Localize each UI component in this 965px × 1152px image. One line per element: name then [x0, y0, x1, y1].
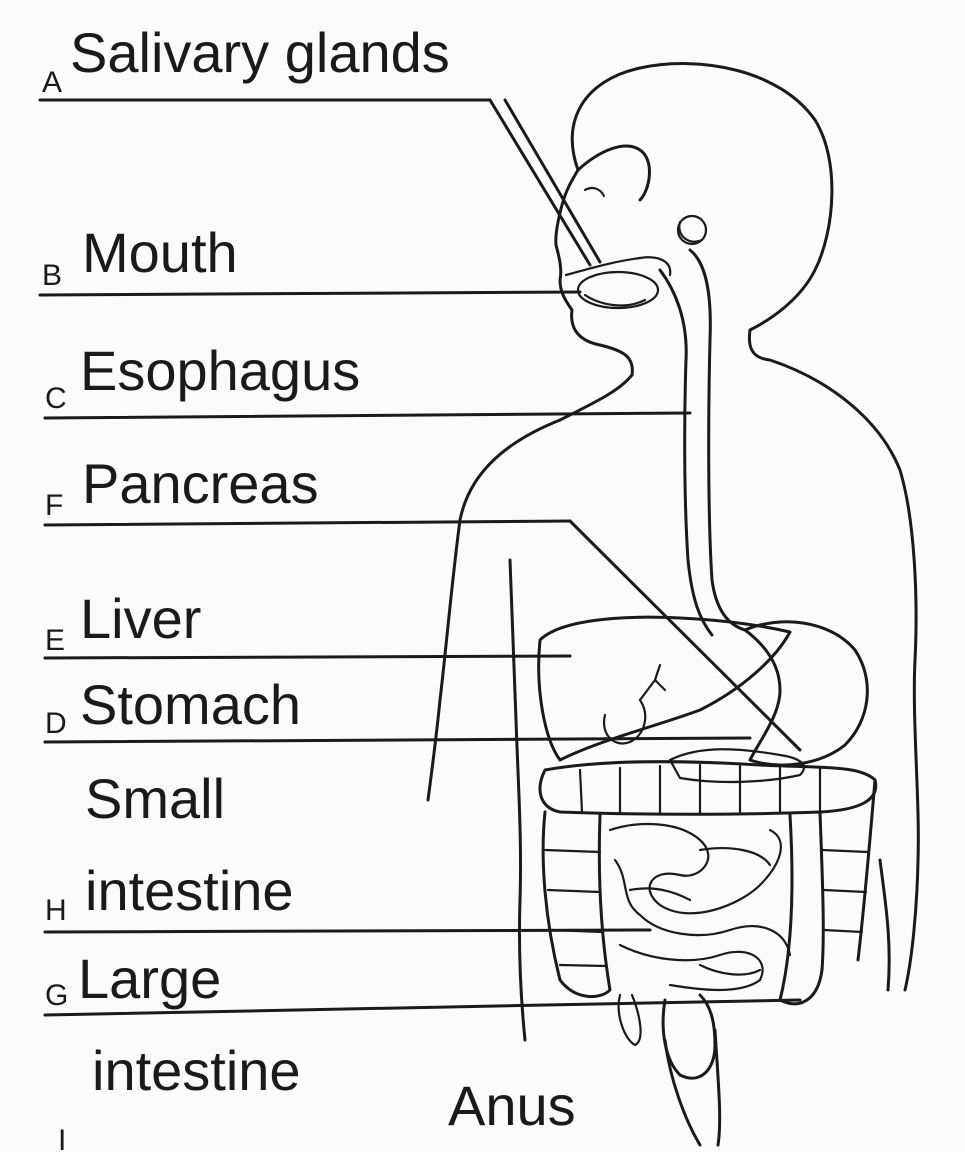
label-anus: Anus	[448, 1074, 576, 1137]
hair-inner	[578, 146, 649, 200]
eye	[585, 188, 604, 196]
mouth-cavity	[578, 272, 658, 308]
label-pancreas: Pancreas	[82, 452, 319, 515]
leg-left	[665, 1040, 700, 1145]
letter-h: H	[45, 894, 67, 927]
label-small: Small	[85, 767, 225, 830]
neck-back	[749, 330, 916, 660]
leader-pancreas	[45, 521, 570, 525]
arm-inner	[510, 560, 525, 1040]
shoulder-front	[460, 375, 632, 520]
letter-g: G	[45, 979, 68, 1012]
gallbladder	[604, 700, 645, 743]
leader-mouth	[40, 292, 580, 295]
arm-front	[428, 520, 460, 800]
labels: A Salivary glands B Mouth C Esophagus F …	[42, 21, 576, 1152]
letter-e: E	[45, 624, 65, 657]
descending-colon	[780, 812, 823, 1004]
letter-i: I	[58, 1124, 66, 1152]
letter-b: B	[42, 259, 62, 292]
letter-f: F	[45, 489, 63, 522]
leader-stomach	[45, 738, 750, 742]
leader-esophagus	[45, 413, 690, 418]
label-esophagus: Esophagus	[80, 339, 360, 402]
letter-c: C	[45, 382, 67, 415]
label-large: Large	[78, 947, 221, 1010]
head-outline	[572, 64, 832, 330]
body-outline	[428, 64, 918, 1145]
label-salivary-glands: Salivary glands	[70, 21, 450, 84]
organs	[539, 617, 876, 1078]
esophagus-right	[690, 250, 745, 630]
small-intestine-coils	[610, 824, 790, 990]
ascending-colon	[543, 812, 610, 997]
label-mouth: Mouth	[82, 221, 238, 284]
leader-liver	[45, 656, 570, 658]
hip-right	[880, 860, 889, 990]
label-large-intestine: intestine	[92, 1039, 301, 1102]
letter-d: D	[45, 707, 67, 740]
transverse-colon	[540, 762, 876, 815]
back-right	[905, 660, 918, 990]
label-small-intestine: intestine	[85, 859, 294, 922]
label-liver: Liver	[80, 587, 201, 650]
letter-a: A	[42, 66, 62, 99]
esophagus-left	[660, 270, 712, 635]
label-stomach: Stomach	[80, 673, 301, 736]
leader-small-intestine	[45, 930, 650, 932]
stomach-shape	[745, 622, 867, 765]
